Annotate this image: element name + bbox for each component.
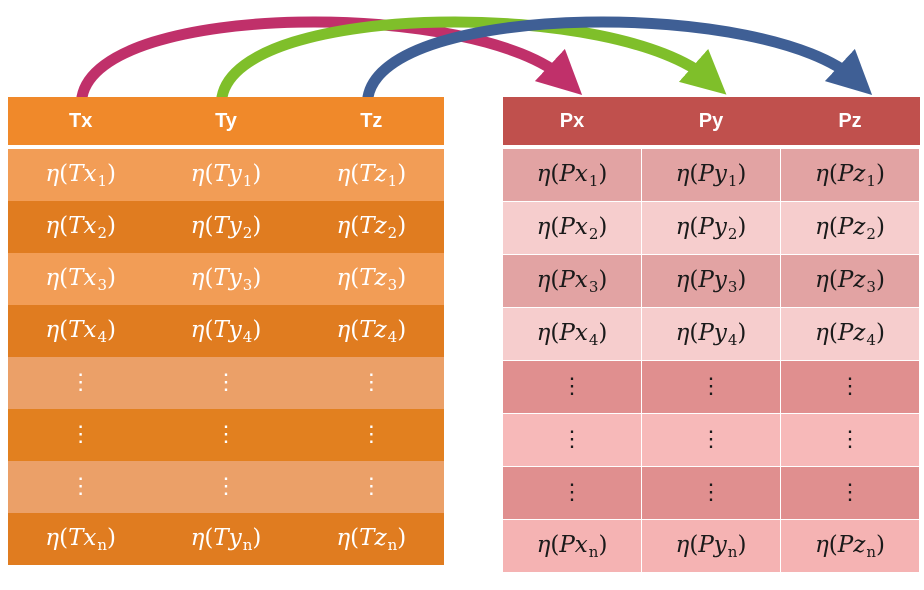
p-table-cell: η(Pz1) <box>780 146 920 202</box>
arrow-tx-to-px <box>76 16 583 103</box>
t-table-cell: η(Tzn) <box>298 513 444 565</box>
t-table-cell: η(Tz4) <box>298 305 444 357</box>
t-table-cell: η(Tx3) <box>8 253 154 305</box>
header-tx: Tx <box>8 97 154 149</box>
p-table-cell: η(Pz2) <box>780 201 920 255</box>
t-table-cell: ⋮ <box>8 357 154 409</box>
p-table-cell: ⋮ <box>780 413 920 467</box>
p-table-cell: ⋮ <box>641 360 781 414</box>
p-table-cell: η(Px4) <box>502 307 642 361</box>
p-table-cell: η(Pzn) <box>780 519 920 573</box>
t-table-cell: ⋮ <box>298 357 444 409</box>
t-table-row: ⋮⋮⋮ <box>8 461 444 513</box>
t-table-row: η(Tx4)η(Ty4)η(Tz4) <box>8 305 444 357</box>
t-table-cell: ⋮ <box>153 461 299 513</box>
p-table-cell: ⋮ <box>780 360 920 414</box>
t-table-body: η(Tx1)η(Ty1)η(Tz1)η(Tx2)η(Ty2)η(Tz2)η(Tx… <box>8 147 444 565</box>
header-tz: Tz <box>298 97 444 149</box>
p-table-cell: η(Px3) <box>502 254 642 308</box>
t-table-cell: η(Ty1) <box>153 147 299 201</box>
p-table-row: η(Px2)η(Py2)η(Pz2) <box>502 201 920 255</box>
p-table-cell: ⋮ <box>502 360 642 414</box>
t-table-cell: ⋮ <box>153 357 299 409</box>
t-table-cell: η(Txn) <box>8 513 154 565</box>
t-table-cell: η(Tz3) <box>298 253 444 305</box>
t-table-cell: η(Tx1) <box>8 147 154 201</box>
t-table-cell: ⋮ <box>153 409 299 461</box>
t-table-cell: η(Tz1) <box>298 147 444 201</box>
t-table-cell: η(Tx2) <box>8 201 154 253</box>
p-table-row: ⋮⋮⋮ <box>502 413 920 467</box>
arrow-tz-to-pz <box>362 16 873 103</box>
p-table-row: η(Px4)η(Py4)η(Pz4) <box>502 307 920 361</box>
t-table-row: ⋮⋮⋮ <box>8 357 444 409</box>
p-table: Px Py Pz η(Px1)η(Py1)η(Pz1)η(Px2)η(Py2)η… <box>502 97 920 573</box>
p-table-cell: ⋮ <box>641 466 781 520</box>
p-table-cell: ⋮ <box>502 413 642 467</box>
t-table-cell: η(Tz2) <box>298 201 444 253</box>
p-table-cell: η(Pz3) <box>780 254 920 308</box>
t-table-cell: ⋮ <box>298 461 444 513</box>
p-table-cell: ⋮ <box>780 466 920 520</box>
t-table-row: η(Tx2)η(Ty2)η(Tz2) <box>8 201 444 253</box>
p-table-row: η(Px1)η(Py1)η(Pz1) <box>502 146 920 202</box>
header-px: Px <box>502 97 642 149</box>
p-table-cell: η(Pz4) <box>780 307 920 361</box>
t-table-cell: η(Tyn) <box>153 513 299 565</box>
t-table-row: η(Tx3)η(Ty3)η(Tz3) <box>8 253 444 305</box>
header-py: Py <box>641 97 781 149</box>
t-table-cell: ⋮ <box>8 461 154 513</box>
t-table-cell: ⋮ <box>298 409 444 461</box>
header-ty: Ty <box>153 97 299 149</box>
t-table-row: η(Tx1)η(Ty1)η(Tz1) <box>8 147 444 201</box>
t-table-cell: ⋮ <box>8 409 154 461</box>
header-pz: Pz <box>780 97 920 149</box>
p-table-cell: η(Py3) <box>641 254 781 308</box>
t-table-row: ⋮⋮⋮ <box>8 409 444 461</box>
p-table-cell: ⋮ <box>641 413 781 467</box>
t-table-cell: η(Tx4) <box>8 305 154 357</box>
p-table-cell: η(Py2) <box>641 201 781 255</box>
t-table: Tx Ty Tz η(Tx1)η(Ty1)η(Tz1)η(Tx2)η(Ty2)η… <box>8 97 444 565</box>
t-table-cell: η(Ty4) <box>153 305 299 357</box>
p-table-row: η(Px3)η(Py3)η(Pz3) <box>502 254 920 308</box>
p-table-row: ⋮⋮⋮ <box>502 360 920 414</box>
p-table-cell: η(Px2) <box>502 201 642 255</box>
t-header-row: Tx Ty Tz <box>8 97 444 149</box>
p-table-cell: η(Pyn) <box>641 519 781 573</box>
p-header-row: Px Py Pz <box>502 97 920 149</box>
arrow-ty-to-py <box>216 16 727 103</box>
t-table-row: η(Txn)η(Tyn)η(Tzn) <box>8 513 444 565</box>
p-table-cell: ⋮ <box>502 466 642 520</box>
p-table-cell: η(Pxn) <box>502 519 642 573</box>
p-table-row: ⋮⋮⋮ <box>502 466 920 520</box>
p-table-cell: η(Py1) <box>641 146 781 202</box>
p-table-cell: η(Px1) <box>502 146 642 202</box>
p-table-cell: η(Py4) <box>641 307 781 361</box>
t-table-cell: η(Ty3) <box>153 253 299 305</box>
p-table-body: η(Px1)η(Py1)η(Pz1)η(Px2)η(Py2)η(Pz2)η(Px… <box>502 146 920 573</box>
t-table-cell: η(Ty2) <box>153 201 299 253</box>
p-table-row: η(Pxn)η(Pyn)η(Pzn) <box>502 519 920 573</box>
